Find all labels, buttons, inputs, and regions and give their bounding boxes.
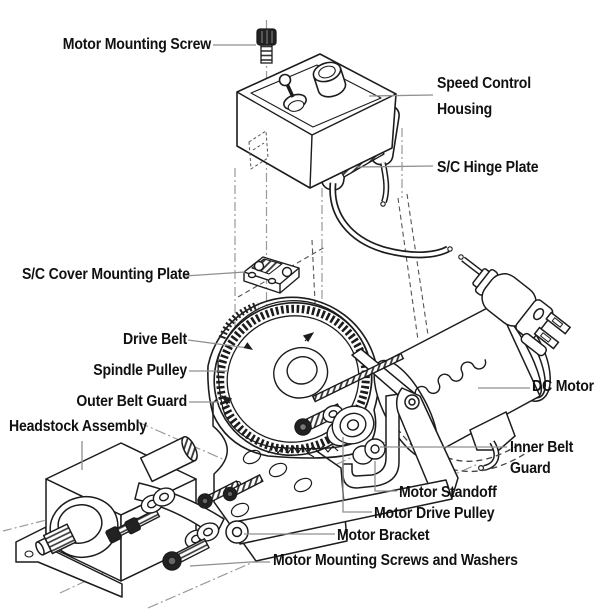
label-spindle-pulley: Spindle Pulley [93, 362, 187, 379]
label-inner-belt-guard-line2: Guard [510, 460, 551, 477]
label-motor-mounting-screw: Motor Mounting Screw [62, 36, 211, 53]
hidden-detail [248, 130, 269, 170]
label-headstock-assembly: Headstock Assembly [9, 418, 147, 435]
motor-drive-pulley-art [326, 405, 375, 447]
label-sc-hinge-plate: S/C Hinge Plate [437, 159, 539, 176]
speed-knob [312, 61, 347, 98]
inner-belt-guard-art [342, 393, 400, 489]
label-inner-belt-guard: Inner Belt Guard [510, 437, 573, 479]
label-sc-cover-mounting-plate: S/C Cover Mounting Plate [21, 266, 190, 283]
label-speed-control-housing: Speed Control Housing [437, 71, 531, 123]
mounting-screws-washers-art [105, 487, 220, 571]
motor-mounting-screw-art [256, 28, 277, 64]
speed-control-housing-art [236, 53, 453, 259]
label-outer-belt-guard: Outer Belt Guard [76, 393, 187, 410]
label-dc-motor: DC Motor [532, 378, 594, 395]
label-speed-control-housing-line1: Speed Control [437, 75, 531, 92]
label-motor-standoff: Motor Standoff [399, 484, 497, 501]
toggle-switch [278, 73, 307, 112]
label-drive-belt: Drive Belt [123, 331, 187, 348]
motor-standoff-art [352, 438, 386, 465]
label-inner-belt-guard-line1: Inner Belt [510, 439, 574, 456]
label-speed-control-housing-line2: Housing [437, 101, 493, 118]
label-motor-drive-pulley: Motor Drive Pulley [374, 505, 495, 522]
label-motor-mounting-screws-and-washers: Motor Mounting Screws and Washers [273, 552, 518, 569]
headstock-assembly-art [15, 436, 198, 598]
sc-cover-mounting-plate-art [243, 256, 300, 294]
housing-wires [329, 162, 453, 259]
drive-belt-leader-arrow [243, 342, 253, 350]
power-plug-art [458, 254, 572, 357]
label-motor-bracket: Motor Bracket [337, 527, 430, 544]
direction-arrows [220, 332, 315, 406]
leader-lines [81, 44, 530, 567]
motor-standoff-screws-art [197, 352, 405, 509]
